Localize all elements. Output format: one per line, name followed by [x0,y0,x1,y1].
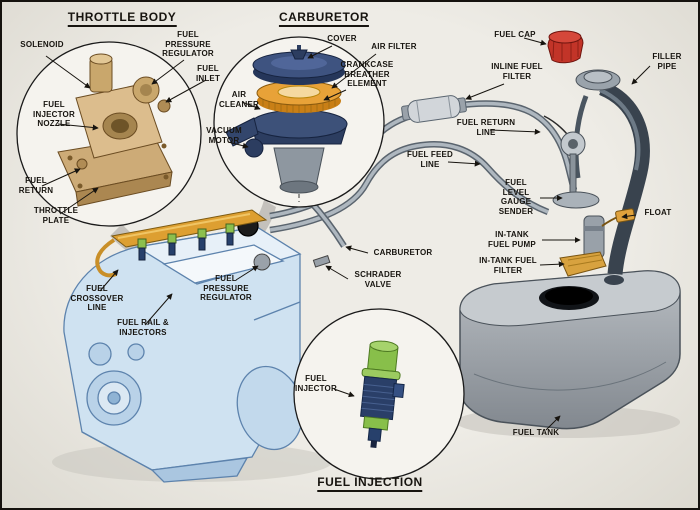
label-inline-fuel-filter: INLINE FUEL FILTER [491,62,543,81]
label-carburetor-line: CARBURETOR [373,248,433,257]
label-fuel-cap: FUEL CAP [494,30,536,39]
label-fuel-injector: FUEL INJECTOR [295,374,337,393]
throttle-body-callout [16,41,202,227]
in-tank-filter-part [559,251,607,277]
label-fuel-inlet: FUEL INLET [195,64,221,83]
leader-lines [41,37,651,431]
throttle-body-title: THROTTLE BODY [67,10,177,27]
fuel-rail [95,209,331,278]
carburetor-title: CARBURETOR [278,10,370,27]
label-fuel-crossover-line: FUEL CROSSOVER LINE [70,284,124,313]
carburetor-detail [225,45,348,202]
label-fuel-injector-nozzle: FUEL INJECTOR NOZZLE [33,100,75,129]
label-throttle-plate: THROTTLE PLATE [33,206,79,225]
label-fuel-return: FUEL RETURN [18,176,54,195]
fuel-tank-part [459,270,681,430]
label-cover: COVER [327,34,357,43]
label-fuel-pressure-regulator-throttle-body: FUEL PRESSURE REGULATOR [162,30,214,59]
carburetor-callout [213,36,385,208]
label-solenoid: SOLENOID [20,40,64,49]
label-crankcase-breather-element: CRANKCASE BREATHER ELEMENT [340,60,394,89]
fuel-injection-title: FUEL INJECTION [317,475,423,492]
fuel-cap-part [547,30,584,64]
label-fuel-return-line: FUEL RETURN LINE [456,118,516,137]
fuel-injector-detail [360,340,405,449]
label-in-tank-fuel-pump: IN-TANK FUEL PUMP [488,230,536,249]
label-schrader-valve: SCHRADER VALVE [354,270,402,289]
label-filler-pipe: FILLER PIPE [652,52,682,71]
label-fuel-pressure-regulator-rail: FUEL PRESSURE REGULATOR [200,274,252,303]
inline-fuel-filter-part [401,95,467,123]
fuel-pump-assembly [543,115,636,277]
throttle-body-detail [57,53,173,207]
label-air-filter: AIR FILTER [371,42,417,51]
schrader-valve-part [312,255,331,268]
crossover-tube [95,238,117,278]
label-vacuum-motor: VACUUM MOTOR [206,126,242,145]
label-fuel-level-gauge-sender: FUEL LEVEL GAUGE SENDER [498,178,534,216]
label-fuel-tank: FUEL TANK [512,428,560,437]
label-fuel-feed-line: FUEL FEED LINE [406,150,454,169]
injectors-under-rail [137,223,235,261]
label-fuel-rail-injectors: FUEL RAIL & INJECTORS [117,318,169,337]
label-float: FLOAT [644,208,672,217]
label-air-cleaner: AIR CLEANER [218,90,260,109]
engine-block [63,215,304,483]
fuel-injection-callout [293,308,465,480]
label-in-tank-fuel-filter: IN-TANK FUEL FILTER [479,256,537,275]
